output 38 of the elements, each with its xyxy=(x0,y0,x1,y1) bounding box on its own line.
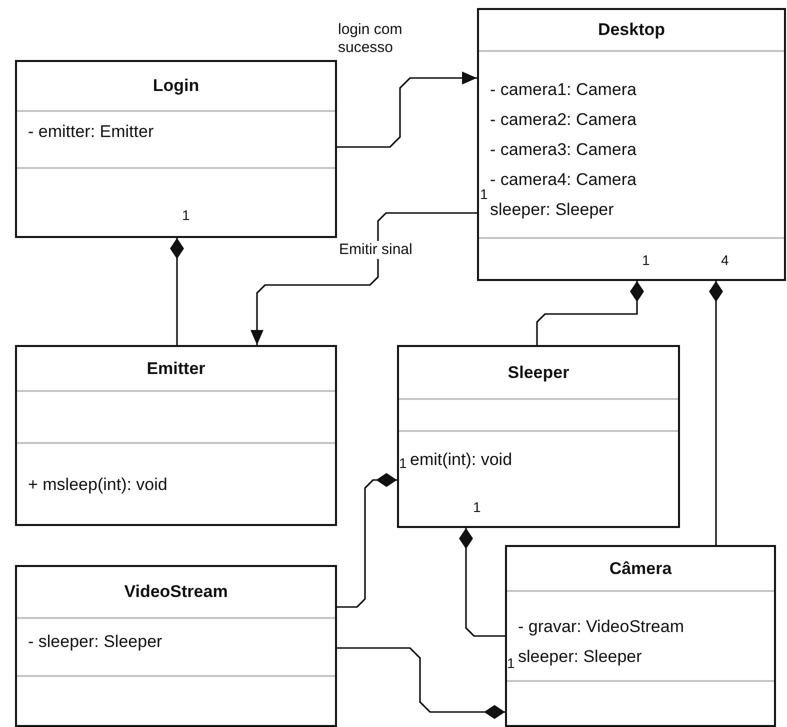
multiplicity-label: 4 xyxy=(721,252,729,268)
composition-line xyxy=(337,647,505,719)
class-box xyxy=(15,60,337,238)
attribute-text: - camera3: Camera xyxy=(490,139,636,161)
class-name: VideoStream xyxy=(124,581,228,603)
class-name: Emitter xyxy=(146,358,206,380)
multiplicity-label: 1 xyxy=(480,186,488,202)
composition-line xyxy=(337,473,397,608)
class-box xyxy=(15,565,337,727)
class-box xyxy=(15,345,337,526)
class-box xyxy=(505,545,776,727)
class-name: Desktop xyxy=(598,19,666,41)
attribute-text: - camera4: Camera xyxy=(490,169,636,191)
arrow xyxy=(250,212,477,345)
class-box xyxy=(477,8,786,281)
attribute-text: - camera2: Camera xyxy=(490,109,636,131)
arrow xyxy=(337,72,477,148)
composition-line xyxy=(709,281,723,545)
method-text: emit(int): void xyxy=(410,449,512,471)
multiplicity-label: 1 xyxy=(473,499,481,515)
composition-line xyxy=(170,238,184,345)
multiplicity-label: 1 xyxy=(399,455,407,471)
attribute-text: - sleeper: Sleeper xyxy=(28,631,162,653)
attribute-text: - camera1: Camera xyxy=(490,79,636,101)
class-box xyxy=(397,345,680,528)
attribute-text: sleeper: Sleeper xyxy=(490,199,614,221)
class-name: Login xyxy=(152,75,200,97)
class-name: Câmera xyxy=(609,558,672,580)
composition-line xyxy=(536,281,644,345)
class-name: Sleeper xyxy=(508,362,570,384)
attribute-text: - gravar: VideoStream xyxy=(518,616,684,638)
multiplicity-label: 1 xyxy=(182,207,190,223)
method-text: + msleep(int): void xyxy=(28,474,168,496)
attribute-text: sleeper: Sleeper xyxy=(518,646,642,668)
composition-line xyxy=(459,528,505,637)
multiplicity-label: 1 xyxy=(642,252,650,268)
attribute-text: - emitter: Emitter xyxy=(28,121,154,143)
multiplicity-label: 1 xyxy=(507,655,515,671)
